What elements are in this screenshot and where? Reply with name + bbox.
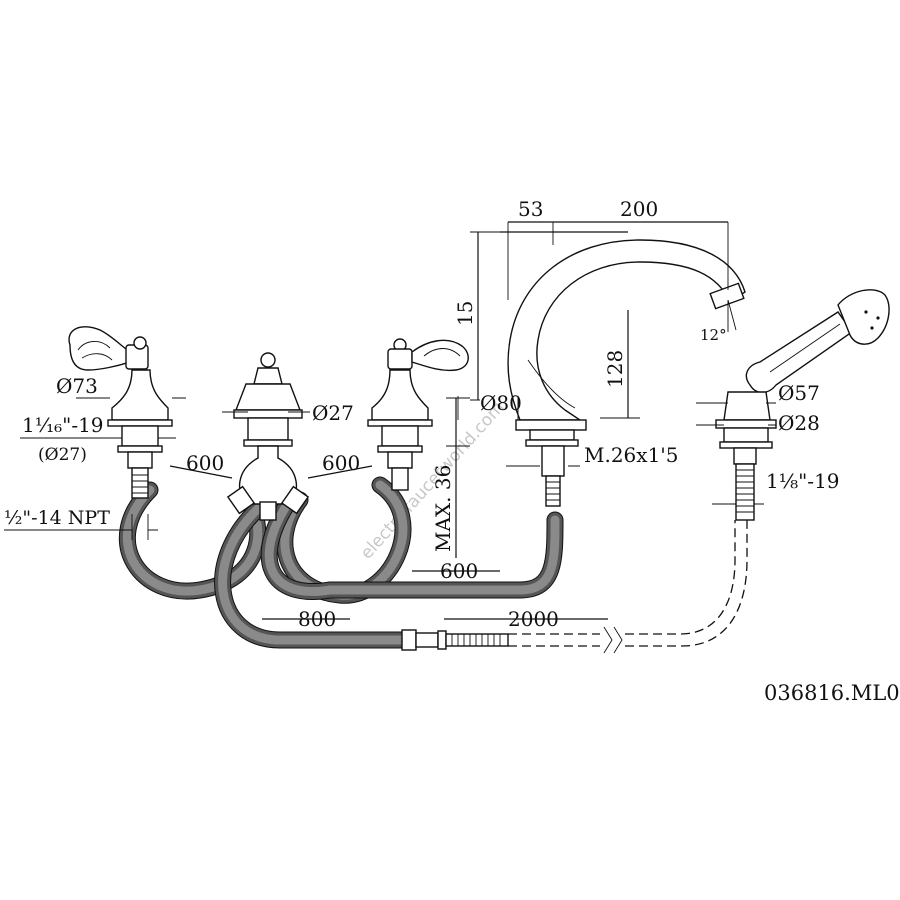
- left-valve: [68, 326, 173, 499]
- shower-hose-dashed: [508, 520, 748, 654]
- dim-spout-reach: 200: [620, 197, 658, 221]
- dim-hose-spout: 600: [440, 559, 478, 583]
- dimension-lines: [4, 221, 776, 620]
- dim-spout-rise: 15: [453, 301, 477, 326]
- right-valve: [367, 338, 469, 491]
- hand-shower: [715, 289, 890, 521]
- diverter-valve: [226, 352, 310, 521]
- dim-spout-base-dia: Ø80: [480, 391, 522, 415]
- dim-shower-dia: Ø57: [778, 381, 820, 405]
- dim-inlet-thread: ½"-14 NPT: [4, 507, 110, 529]
- dim-diverter-dia: Ø27: [312, 401, 354, 425]
- dim-spout-offset: 53: [518, 197, 543, 221]
- drawing-code: 036816.ML0: [764, 681, 900, 705]
- dim-spout-thread: M.26x1'5: [584, 443, 679, 467]
- dim-deck-max: MAX. 36: [431, 465, 455, 552]
- dim-hose-right: 600: [322, 451, 360, 475]
- dim-shower-hose: 2000: [508, 607, 559, 631]
- dim-spout-height: 128: [603, 350, 627, 388]
- dimension-labels: 53 200 15 128 12° Ø80 M.26x1'5 Ø73 1⅟₁₆"…: [4, 197, 900, 705]
- spout: [507, 239, 746, 507]
- dim-hose-shower: 800: [298, 607, 336, 631]
- dim-handle-thread: 1⅟₁₆"-19: [22, 413, 104, 437]
- dim-spout-angle: 12°: [700, 326, 727, 344]
- dim-shower-thread: 1⅛"-19: [766, 469, 840, 493]
- hoses: [118, 476, 564, 649]
- dim-hose-left: 600: [186, 451, 224, 475]
- dim-shower-base-dia: Ø28: [778, 411, 820, 435]
- dim-handle-base-dia: Ø73: [56, 374, 98, 398]
- dim-handle-thread-dia: (Ø27): [38, 445, 87, 465]
- shower-hose-connector: [401, 629, 509, 651]
